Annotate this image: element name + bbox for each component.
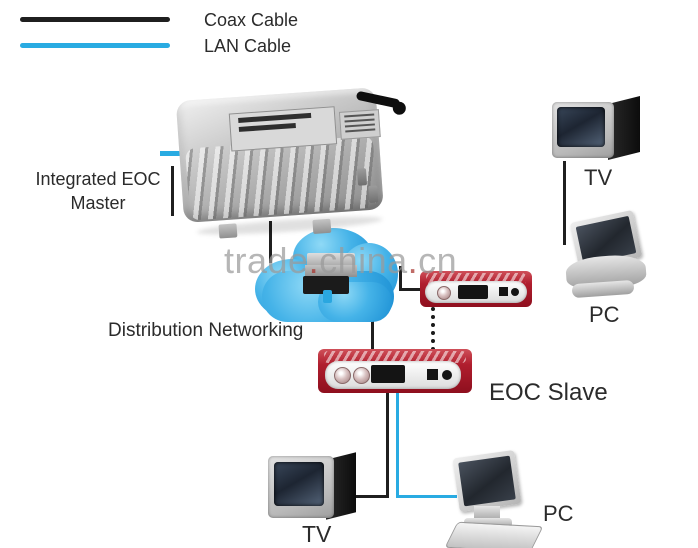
lan-line-to-bottom-pc <box>396 495 457 498</box>
pc-top-label: PC <box>589 302 620 327</box>
watermark-text: trade.china.cn <box>224 240 458 281</box>
keyboard <box>444 521 544 548</box>
eoc-master-device <box>168 80 407 239</box>
cloud-modem-lan-plug <box>323 290 332 303</box>
coax-line-slave-down <box>386 391 389 498</box>
master-body <box>175 87 384 239</box>
master-label-line1: Integrated EOC <box>35 169 161 189</box>
slave-lan-ports <box>371 365 405 383</box>
slave-coax-port <box>353 367 370 384</box>
master-cable-plug <box>392 101 407 116</box>
slave-coax-port <box>334 367 351 384</box>
slave-label: EOC Slave <box>489 379 608 406</box>
master-mounting-lug <box>312 218 332 234</box>
master-label: Integrated EOC Master <box>22 167 174 215</box>
master-label-line2: Master <box>70 193 126 213</box>
legend-coax-label: Coax Cable <box>204 10 299 30</box>
eoc-slave-upper <box>420 271 532 307</box>
coax-line-to-bottom-tv <box>347 495 389 498</box>
coax-stub-master-left <box>171 166 174 216</box>
slave-power-switch <box>427 369 438 380</box>
tv-top-image <box>552 96 642 162</box>
lan-stub-master <box>160 151 189 156</box>
cloud-modem-device <box>303 253 359 305</box>
master-mounting-lug <box>218 223 238 239</box>
legend-lan-line <box>20 43 170 48</box>
pc-bottom-image <box>442 448 544 548</box>
tv-bottom-image <box>268 450 360 522</box>
slave-lan-ports <box>458 285 488 299</box>
coax-line-top-tv-to-pc <box>563 161 566 245</box>
master-spec-sticker <box>338 109 381 140</box>
coax-line-cloud-to-upper-slave-h <box>399 288 420 291</box>
slave-power-jack <box>511 288 519 296</box>
legend-lan-label: LAN Cable <box>204 36 292 56</box>
tv-top-label: TV <box>584 165 613 190</box>
pc-top-image <box>558 209 654 304</box>
master-label-plate <box>228 106 338 152</box>
coax-line-master-to-cloud <box>269 221 272 263</box>
cloud-label: Distribution Networking <box>108 320 304 341</box>
master-cooling-fins <box>185 135 378 221</box>
coax-line-cloud-to-upper-slave-v <box>399 266 402 291</box>
tv-bottom-label: TV <box>302 521 332 547</box>
lan-line-slave-down <box>396 391 399 498</box>
legend-coax-line <box>20 17 170 22</box>
more-slaves-dotted-line <box>431 307 435 351</box>
slave-power-switch <box>499 287 508 296</box>
pc-bottom-label: PC <box>543 501 574 526</box>
slave-coax-port <box>437 286 451 300</box>
eoc-slave-lower <box>318 349 472 393</box>
master-f-connector <box>368 185 379 204</box>
master-f-connector <box>356 168 368 186</box>
slave-power-jack <box>442 370 452 380</box>
